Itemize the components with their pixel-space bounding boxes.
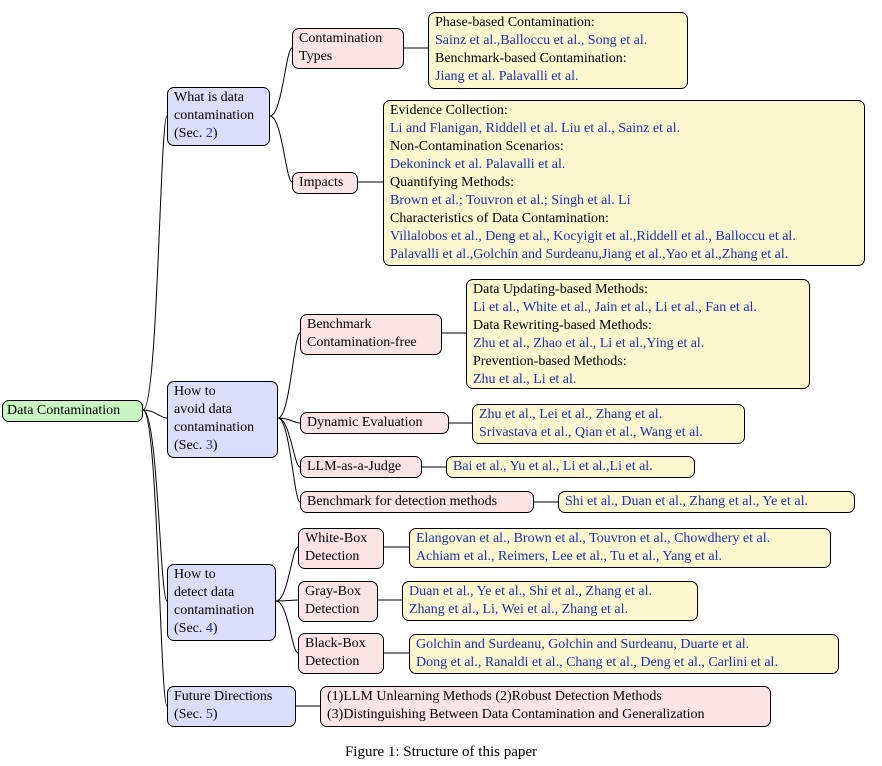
- connector-s2-free: [277, 332, 301, 419]
- leaf-gray-box-detection: Duan et al., Ye et al., Shi et al., Zhan…: [402, 581, 698, 621]
- citation-list: Palavalli et al.,Golchin and Surdeanu,Ji…: [390, 247, 789, 262]
- citation-list: Zhu et al., Zhao et al., Li et al.,Ying …: [473, 336, 705, 351]
- section-ref: (Sec. 5): [174, 707, 218, 722]
- category-gray-box-detection: Gray-Box Detection: [298, 581, 378, 622]
- section-number: 3: [205, 438, 213, 453]
- citation-list: Duan et al., Ye et al., Shi et al., Zhan…: [409, 584, 652, 599]
- connector-root-s4: [142, 409, 168, 707]
- leaf-benchmark-detection-methods: Shi et al., Duan et al., Zhang et al., Y…: [558, 491, 855, 513]
- section-label-line: How to: [174, 384, 216, 399]
- section-ref: (Sec. 4): [174, 621, 218, 636]
- section-what-is-node: What is data contamination (Sec. 2): [167, 87, 270, 146]
- citation-list: Li and Flanigan, Riddell et al. Liu et a…: [390, 121, 681, 136]
- leaf-heading: Benchmark-based Contamination:: [435, 51, 627, 66]
- root-node: Data Contamination: [2, 400, 143, 422]
- connector-s2-judge: [277, 417, 301, 468]
- section-number: 2: [205, 126, 213, 141]
- citation-list: Bai et al., Yu et al., Li et al.,Li et a…: [453, 459, 653, 474]
- leaf-heading: Quantifying Methods:: [390, 175, 515, 190]
- section-label-line: avoid data: [174, 402, 232, 417]
- leaf-heading: Phase-based Contamination:: [435, 15, 595, 30]
- citation-list: Villalobos et al., Deng et al., Kocyigit…: [390, 229, 796, 244]
- connector-s1-types: [269, 47, 293, 117]
- category-white-box-detection: White-Box Detection: [298, 528, 384, 569]
- leaf-black-box-detection: Golchin and Surdeanu, Golchin and Surdea…: [409, 634, 839, 674]
- citation-list: Sainz et al.,Balloccu et al., Song et al…: [435, 33, 648, 48]
- citation-list: Zhang et al., Li, Wei et al., Zhang et a…: [409, 602, 629, 617]
- section-label-line: contamination: [174, 603, 255, 618]
- citation-list: Jiang et al. Palavalli et al.: [435, 69, 579, 84]
- section-label-line: contamination: [174, 420, 255, 435]
- leaf-contamination-types: Phase-based Contamination: Sainz et al.,…: [428, 12, 688, 89]
- leaf-heading: Non-Contamination Scenarios:: [390, 139, 564, 154]
- section-detect-node: How to detect data contamination (Sec. 4…: [167, 564, 276, 641]
- section-label-line: What is data: [174, 90, 244, 105]
- section-future-node: Future Directions (Sec. 5): [167, 686, 296, 727]
- leaf-impacts: Evidence Collection: Li and Flanigan, Ri…: [383, 100, 865, 266]
- connector-s2-bench: [277, 417, 301, 503]
- citation-list: Golchin and Surdeanu, Golchin and Surdea…: [416, 637, 750, 652]
- connector-s3-black: [275, 600, 299, 654]
- citation-list: Zhu et al., Li et al.: [473, 372, 577, 387]
- root-label: Data Contamination: [7, 403, 121, 418]
- section-number: 4: [205, 621, 213, 636]
- leaf-llm-as-a-judge: Bai et al., Yu et al., Li et al.,Li et a…: [446, 456, 695, 478]
- section-label-line: Future Directions: [174, 689, 273, 704]
- leaf-heading: Evidence Collection:: [390, 103, 508, 118]
- leaf-benchmark-contamination-free: Data Updating-based Methods: Li et al., …: [466, 279, 810, 389]
- citation-list: Achiam et al., Reimers, Lee et al., Tu e…: [416, 549, 722, 564]
- future-directions-box: (1)LLM Unlearning Methods (2)Robust Dete…: [320, 686, 771, 727]
- citation-list: Brown et al.; Touvron et al.; Singh et a…: [390, 193, 631, 208]
- category-dynamic-evaluation: Dynamic Evaluation: [300, 412, 449, 434]
- category-llm-as-a-judge: LLM-as-a-Judge: [300, 456, 422, 478]
- leaf-dynamic-evaluation: Zhu et al., Lei et al., Zhang et al. Sri…: [472, 404, 745, 444]
- connector-s2-dynamic: [277, 417, 301, 424]
- figure-caption: Figure 1: Structure of this paper: [344, 744, 538, 760]
- citation-list: Li et al., White et al., Jain et al., Li…: [473, 300, 757, 315]
- connector-root-s3: [142, 409, 168, 602]
- section-label-line: How to: [174, 567, 216, 582]
- connector-root-s2: [142, 409, 168, 419]
- section-label-line: contamination: [174, 108, 255, 123]
- leaf-heading: Data Rewriting-based Methods:: [473, 318, 652, 333]
- connector-s3-white: [275, 546, 299, 602]
- category-black-box-detection: Black-Box Detection: [298, 633, 384, 674]
- connector-root-s1: [142, 115, 168, 411]
- leaf-heading: Data Updating-based Methods:: [473, 282, 648, 297]
- section-label-line: detect data: [174, 585, 235, 600]
- section-ref: (Sec. 2): [174, 126, 218, 141]
- category-contamination-types: Contamination Types: [292, 28, 404, 69]
- citation-list: Shi et al., Duan et al., Zhang et al., Y…: [565, 494, 808, 509]
- category-benchmark-contamination-free: Benchmark Contamination-free: [300, 314, 442, 355]
- citation-list: Srivastava et al., Qian et al., Wang et …: [479, 425, 703, 440]
- citation-list: Elangovan et al., Brown et al., Touvron …: [416, 531, 771, 546]
- section-ref: (Sec. 3): [174, 438, 218, 453]
- leaf-white-box-detection: Elangovan et al., Brown et al., Touvron …: [409, 528, 831, 568]
- section-number: 5: [205, 707, 213, 722]
- citation-list: Dekoninck et al. Palavalli et al.: [390, 157, 566, 172]
- leaf-heading: Characteristics of Data Contamination:: [390, 211, 609, 226]
- citation-list: Zhu et al., Lei et al., Zhang et al.: [479, 407, 663, 422]
- section-avoid-node: How to avoid data contamination (Sec. 3): [167, 381, 278, 458]
- category-impacts: Impacts: [292, 172, 358, 194]
- citation-list: Dong et al., Ranaldi et al., Chang et al…: [416, 655, 778, 670]
- connector-s1-impacts: [269, 115, 293, 183]
- connector-s3-gray: [275, 599, 299, 602]
- category-benchmark-detection-methods: Benchmark for detection methods: [300, 491, 534, 513]
- leaf-heading: Prevention-based Methods:: [473, 354, 627, 369]
